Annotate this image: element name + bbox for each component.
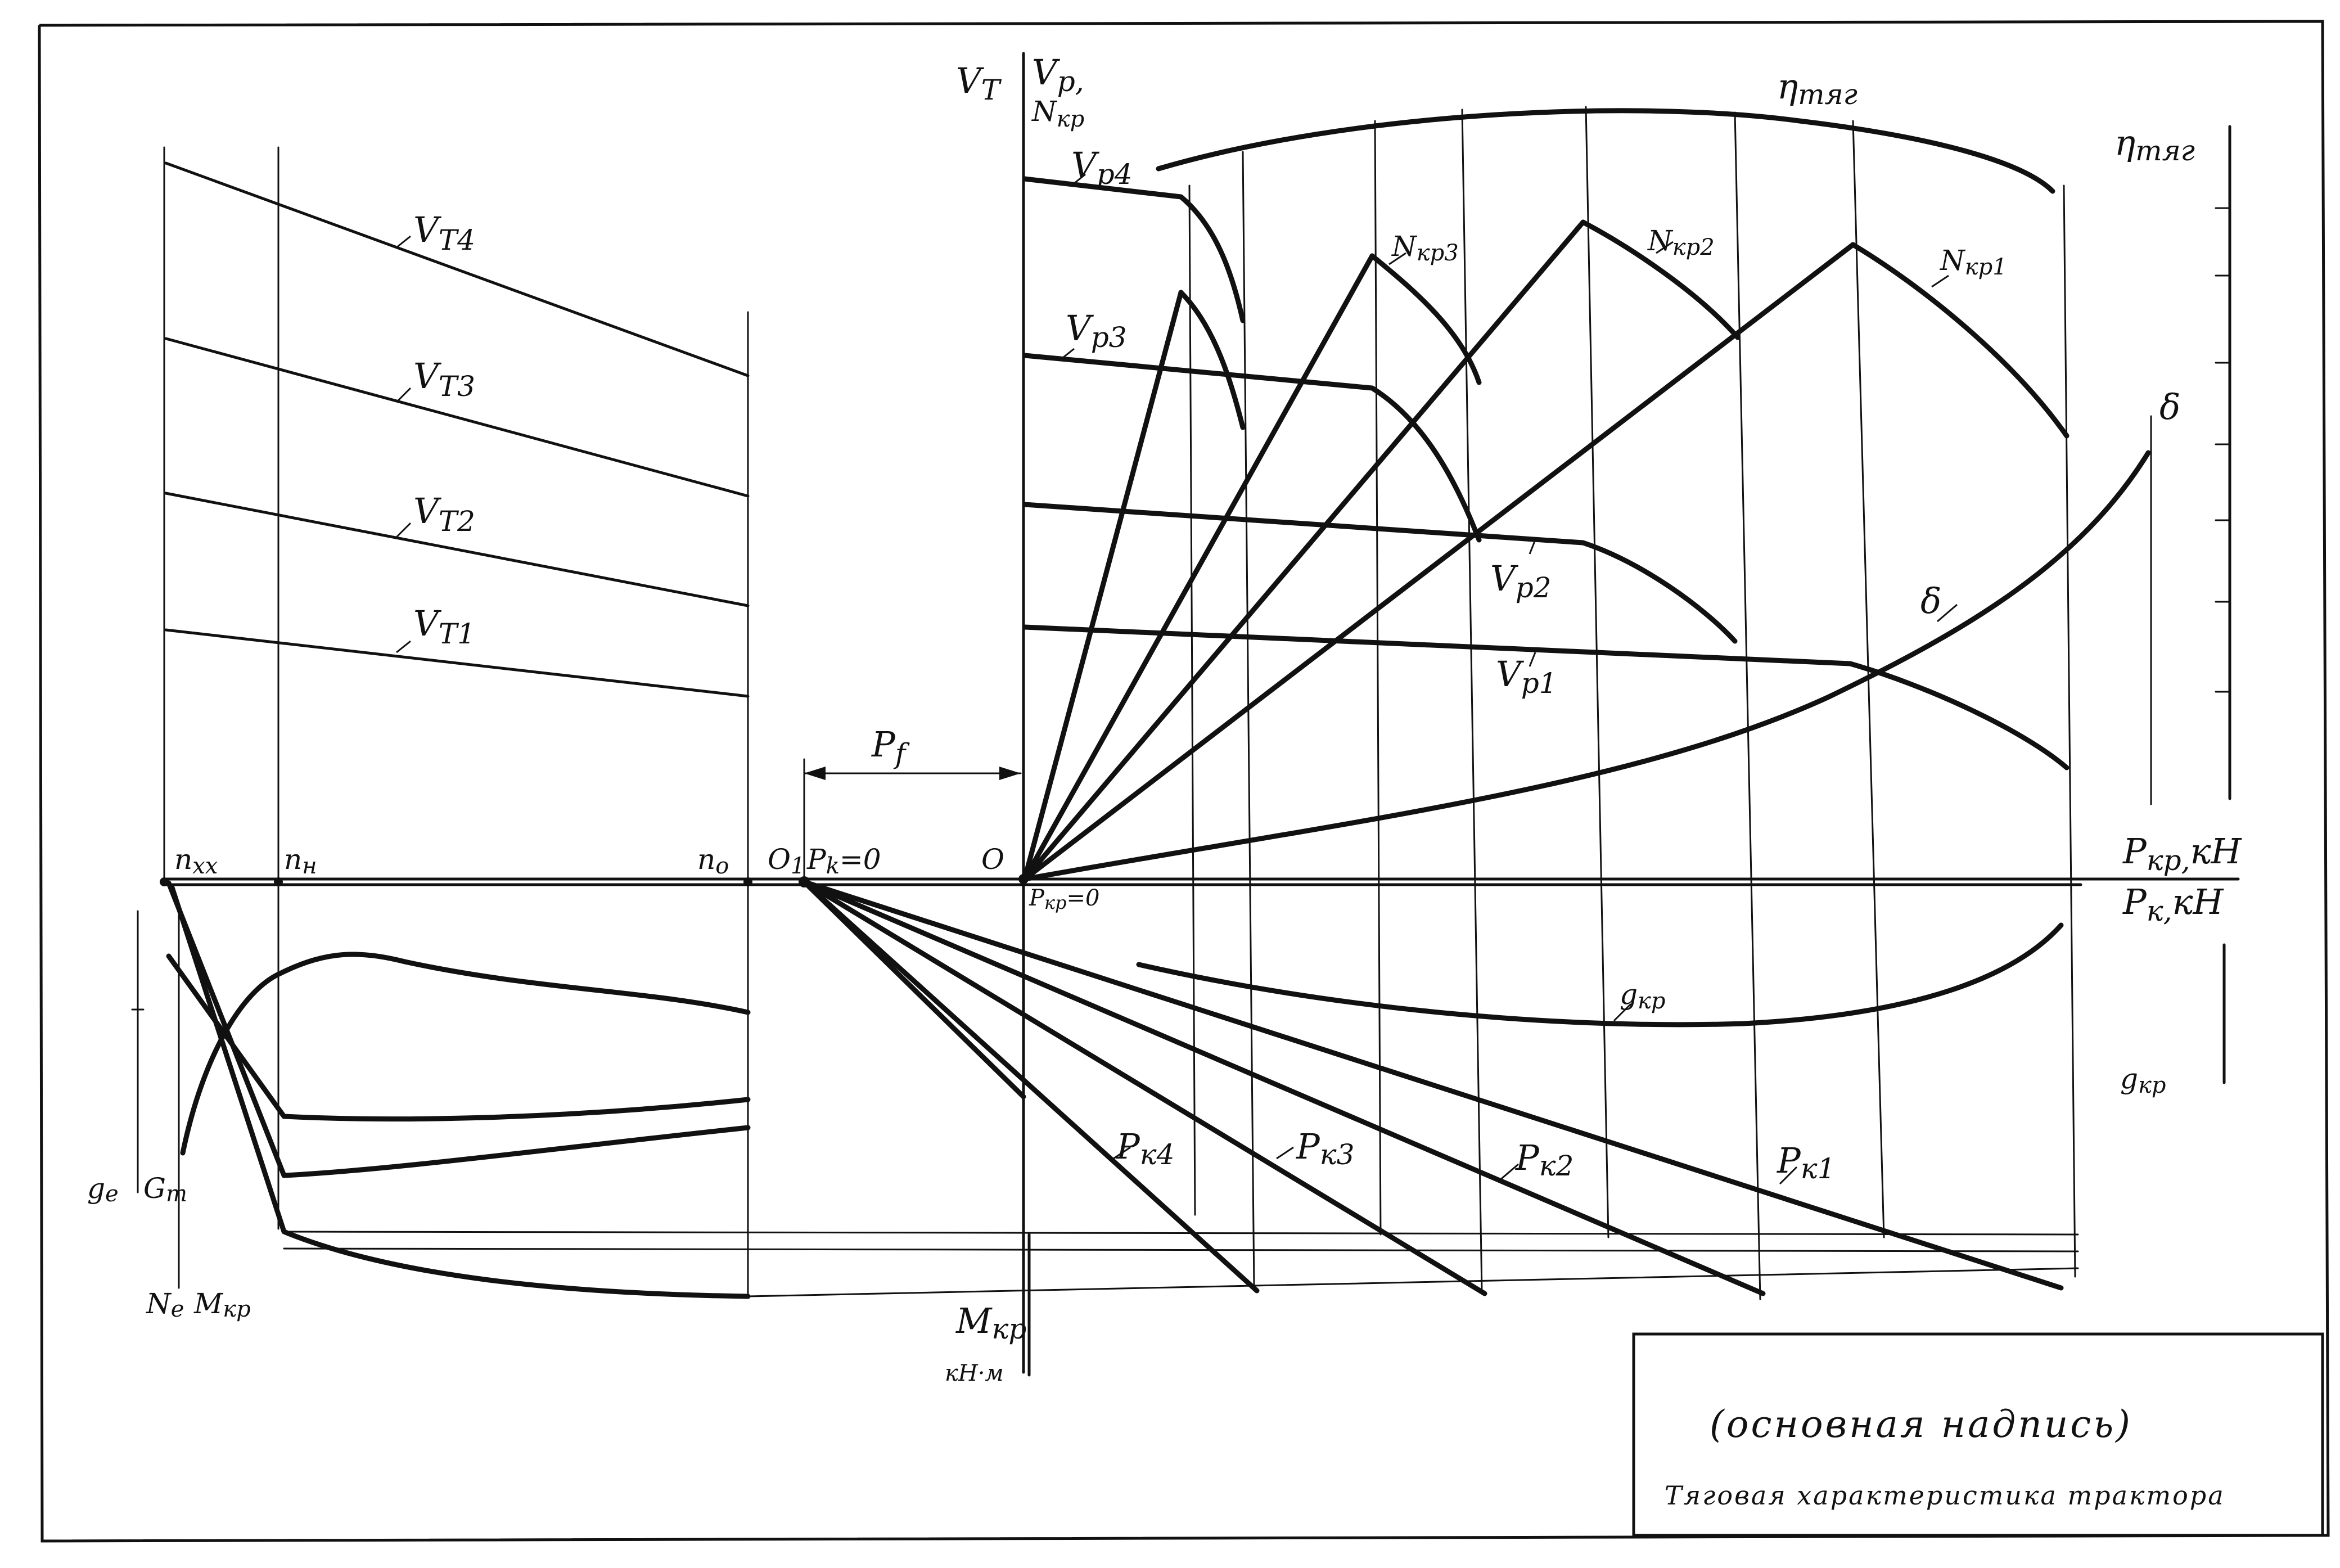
delta-curve	[1022, 450, 2151, 882]
drawbar-power-curves	[1022, 219, 2070, 882]
label-no: no	[697, 843, 729, 879]
label-pf: Pf	[871, 724, 910, 770]
label-delta-mid: δ	[1920, 580, 1941, 621]
label-vp1: Vp1	[1496, 654, 1557, 700]
mkp-curve-upper	[166, 953, 751, 1122]
label-pkp0: Pкр=0	[1029, 885, 1099, 913]
label-pk4: Pк4	[1116, 1126, 1174, 1171]
actual-speed-curves	[1022, 176, 2070, 771]
vp4-curve	[1022, 176, 1246, 323]
vp3-curve	[1022, 353, 1482, 543]
pk2-ray	[801, 879, 1766, 1296]
label-mkp-left: Mкр	[193, 1287, 251, 1322]
label-gt: Gт	[143, 1172, 187, 1207]
label-nh: nн	[284, 843, 317, 879]
label-delta-right: δ	[2159, 386, 2180, 427]
mkp-curve-lower	[166, 880, 751, 1178]
gt-curve	[169, 883, 751, 1299]
eta-curve	[1156, 108, 2055, 194]
label-pk2: Pк2	[1515, 1137, 1573, 1182]
theoretical-speed-lines	[164, 161, 750, 698]
label-pk0: Pk=0	[806, 843, 881, 879]
nkp4-ray	[1022, 290, 1184, 882]
label-vt1: VT1	[413, 603, 475, 650]
label-nxx: nxx	[174, 843, 218, 879]
label-pk1: Pк1	[1777, 1140, 1835, 1185]
engine-curves	[131, 880, 2079, 1299]
diagram-labels: VT4 VT3 VT2 VT1 VT Vp, Nкр ηтяг ηтяг Vp4…	[87, 52, 2243, 1386]
label-leaders	[395, 173, 1958, 1185]
pk-origin-ray-extra	[801, 879, 1026, 1100]
sheet-frame	[38, 20, 2330, 1543]
vt4-line	[164, 161, 750, 377]
nh-level-line-2	[283, 1247, 2079, 1252]
vt2-line	[164, 492, 750, 607]
ne-curve	[180, 952, 751, 1156]
vp4-drop-curve	[1178, 290, 1246, 430]
nkp3-curve	[1022, 253, 1375, 882]
label-mkp-unit: кН·м	[945, 1360, 1004, 1386]
nh-level-line-3	[747, 1267, 2079, 1297]
label-axis-nkp: Nкр	[1031, 95, 1084, 132]
label-vp2: Vp2	[1490, 558, 1552, 604]
vt3-line	[164, 337, 750, 498]
label-eta-right: ηтяг	[2114, 122, 2195, 167]
title-block: (основная надпись) Тяговая характеристик…	[1632, 1332, 2324, 1537]
label-ge: ge	[87, 1172, 119, 1207]
label-pk3: Pк3	[1296, 1126, 1354, 1171]
label-nkp2: Nкр2	[1647, 224, 1715, 260]
label-ne: Ne	[146, 1287, 184, 1322]
eta-scale	[2215, 125, 2231, 800]
pf-dimension	[803, 758, 1022, 878]
left-vertical-gridlines	[163, 146, 749, 1297]
label-gkp-right: gкр	[2120, 1062, 2166, 1098]
label-vt4: VT4	[413, 209, 475, 256]
nh-level-line-1	[283, 1231, 2079, 1236]
label-vt2: VT2	[413, 490, 475, 538]
label-eta-top: ηтяг	[1777, 66, 1857, 111]
gkp-curve	[1136, 922, 2064, 1028]
pk4-ray	[801, 879, 1260, 1294]
label-vp3: Vp3	[1066, 308, 1127, 354]
label-o: O	[981, 843, 1004, 876]
label-axis-vt: VT	[956, 60, 1002, 106]
label-gkp: gкр	[1620, 978, 1666, 1014]
pk1-ray	[801, 879, 2064, 1291]
label-axis-vp: Vp,	[1032, 52, 1084, 98]
vt1-line	[164, 628, 750, 698]
label-vp4: Vp4	[1071, 145, 1133, 191]
tangential-force-rays	[801, 879, 2064, 1296]
label-mkp-axis: Mкр	[955, 1300, 1026, 1345]
horizontal-axes	[160, 874, 2240, 887]
label-nkp3: Nкр3	[1391, 230, 1459, 266]
title-block-main: (основная надпись)	[1710, 1403, 2132, 1446]
label-o1: O1	[768, 843, 805, 879]
nkp1-curve	[1022, 242, 1856, 882]
vp1-curve	[1022, 624, 2070, 771]
label-axis-pkp: Pкр,кН	[2122, 831, 2243, 877]
title-block-subtitle: Тяговая характеристика трактора	[1665, 1480, 2225, 1511]
pk3-ray	[801, 879, 1487, 1296]
right-vertical-gridlines	[1188, 106, 2076, 1300]
vp2-curve	[1022, 502, 1738, 644]
nkp2-curve	[1022, 219, 1586, 882]
label-axis-pk: Pк,кН	[2122, 881, 2225, 927]
label-nkp1: Nкр1	[1940, 244, 2007, 280]
label-vt3: VT3	[413, 355, 475, 403]
